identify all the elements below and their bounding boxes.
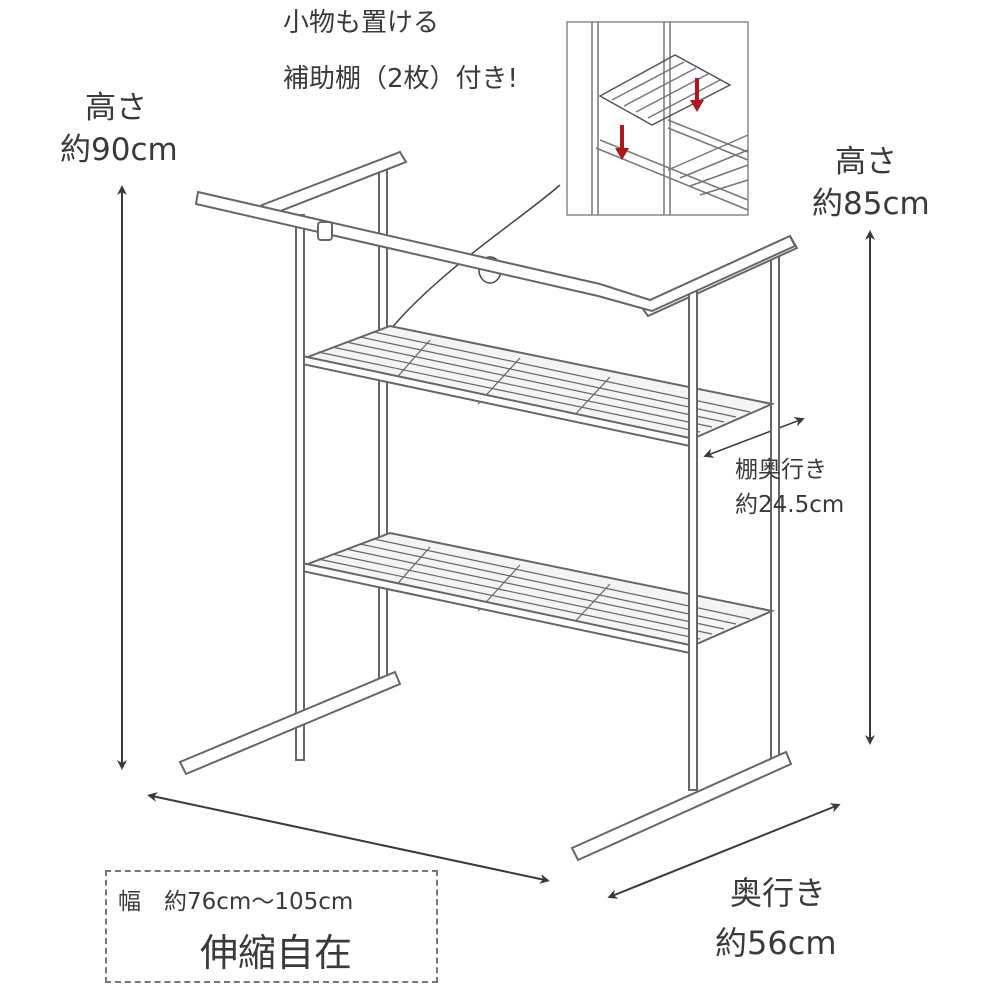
width-range: 幅 約76cm～105cm (118, 889, 354, 915)
left-height-value: 約90cm (60, 132, 178, 168)
width-arrow (147, 792, 550, 884)
callout-line2: 補助棚（2枚）付き! (283, 64, 518, 94)
lower-shelf (301, 531, 776, 649)
red-arrow-icon (615, 78, 704, 160)
left-height-label: 高さ (85, 90, 147, 126)
callout-line1: 小物も置ける (283, 8, 440, 38)
callout-line (389, 184, 561, 331)
width-adjustable: 伸縮自在 (200, 931, 353, 975)
shelf-depth-label: 棚奥行き (735, 457, 827, 483)
depth-arrow (607, 803, 841, 899)
shelf-depth-value: 約24.5cm (735, 492, 845, 518)
rack-frame (178, 150, 799, 862)
depth-label: 奥行き (730, 874, 827, 912)
inset-detail (566, 21, 749, 216)
depth-value: 約56cm (715, 924, 837, 962)
right-height-value: 約85cm (812, 186, 930, 222)
right-height-label: 高さ (835, 144, 897, 180)
upper-shelf (301, 324, 776, 442)
shelf-depth-arrow (703, 417, 805, 458)
width-info-box (105, 870, 438, 983)
